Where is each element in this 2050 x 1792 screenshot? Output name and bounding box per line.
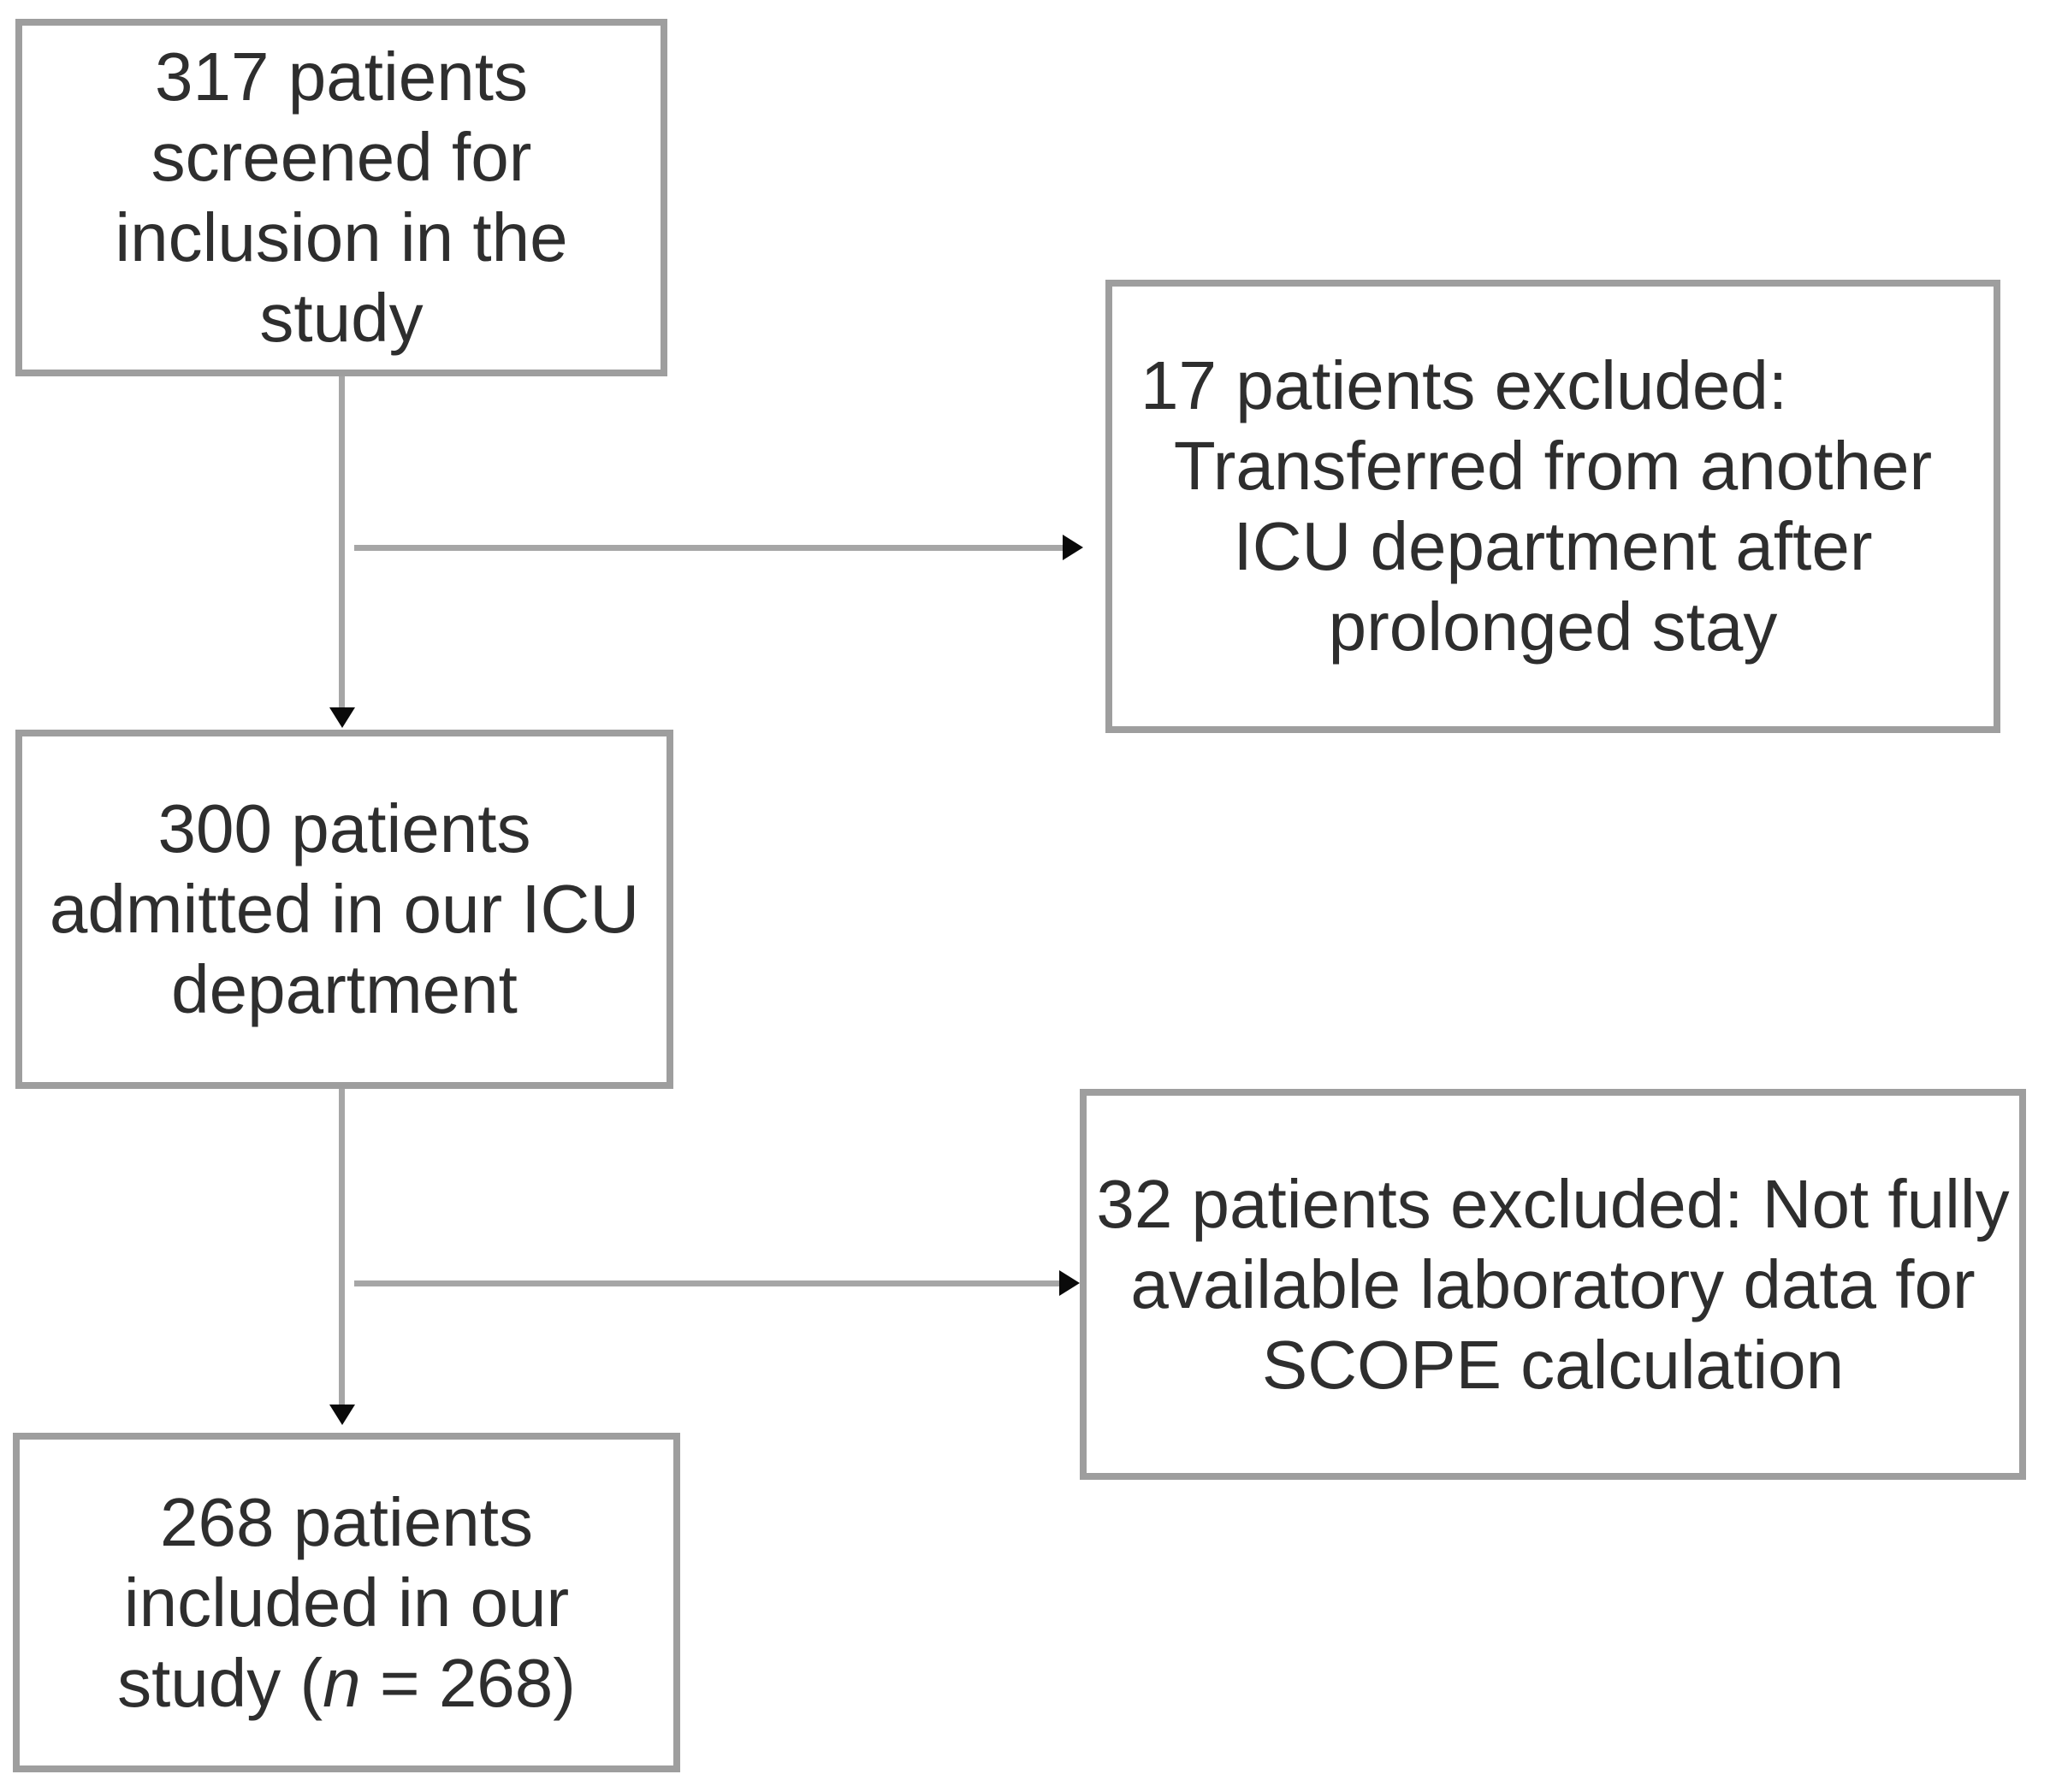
box-text-line: 317 patients [155, 38, 528, 115]
box-text-line: 17 patients excluded: [1141, 347, 1788, 423]
box-text-line: inclusion in the [115, 199, 568, 275]
arrowhead-down-icon [329, 707, 355, 728]
box-text-line: 268 patients [160, 1483, 533, 1560]
box-text-line: prolonged stay [1328, 588, 1778, 665]
box-text-line: SCOPE calculation [1261, 1326, 1845, 1403]
arrowhead-down-icon [329, 1405, 355, 1425]
box-text-line: screened for [151, 119, 532, 195]
connector-admitted-to-included [339, 1089, 345, 1407]
box-patients-screened: 317 patients screened for inclusion in t… [15, 19, 667, 376]
box-patients-included: 268 patients included in our study (n = … [13, 1433, 680, 1772]
box-text-line: 300 patients [157, 790, 531, 866]
box-patients-admitted: 300 patients admitted in our ICU departm… [15, 730, 673, 1089]
box-patients-excluded-lab-data: 32 patients excluded: Not fully availabl… [1080, 1089, 2026, 1480]
connector-screened-to-admitted [339, 376, 345, 710]
arrowhead-right-icon [1063, 535, 1083, 560]
box-text-line: included in our [123, 1564, 570, 1641]
box-text-line: Transferred from another [1173, 428, 1933, 504]
italic-n: n [323, 1644, 361, 1721]
box-patients-excluded-transferred: 17 patients excluded: Transferred from a… [1105, 280, 2000, 733]
box-text-line: ICU department after [1233, 508, 1873, 584]
connector-to-excluded-transferred [354, 545, 1064, 551]
box-text-line: study (n = 268) [117, 1644, 576, 1721]
arrowhead-right-icon [1059, 1270, 1080, 1296]
box-text-line: 32 patients excluded: Not fully [1096, 1165, 2010, 1242]
box-text-line: study [259, 280, 424, 356]
box-text-line: department [171, 951, 518, 1027]
box-text-line: admitted in our ICU [49, 871, 640, 947]
connector-to-excluded-lab-data [354, 1280, 1061, 1286]
box-text-line: available laboratory data for [1130, 1245, 1976, 1322]
